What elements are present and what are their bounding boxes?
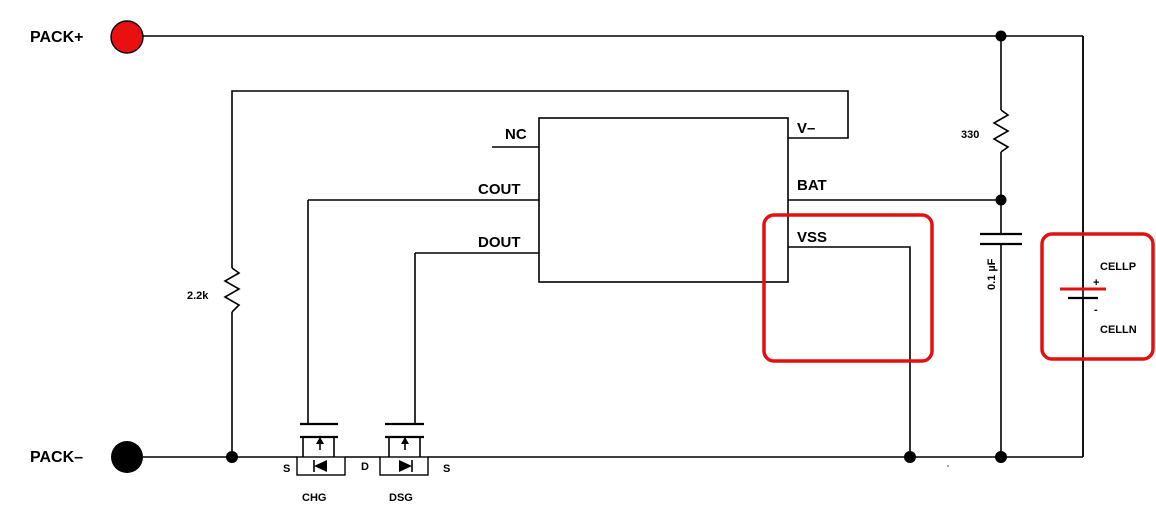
pin-vss-label: VSS bbox=[797, 229, 827, 246]
fet-dsg-label: DSG bbox=[389, 492, 413, 504]
stray-mark bbox=[947, 465, 949, 467]
pack-minus-label: PACK– bbox=[30, 449, 83, 466]
pin-dout-label: DOUT bbox=[478, 234, 521, 251]
fet-chg-source-label: S bbox=[283, 463, 290, 475]
protection-ic bbox=[538, 117, 789, 283]
fet-dsg bbox=[379, 253, 429, 476]
cellp-label: CELLP bbox=[1100, 261, 1136, 273]
cell-plus-sign: + bbox=[1093, 277, 1099, 289]
junction-dot bbox=[995, 30, 1007, 42]
capacitor-0u1 bbox=[980, 200, 1022, 457]
fet-drain-label: D bbox=[361, 461, 369, 473]
vss-highlight-box bbox=[762, 213, 934, 363]
resistor-330-label: 330 bbox=[961, 129, 979, 141]
pin-cout-label: COUT bbox=[478, 181, 521, 198]
fet-dsg-source-label: S bbox=[443, 463, 450, 475]
capacitor-label: 0.1 µF bbox=[986, 258, 998, 290]
pin-nc-label: NC bbox=[505, 126, 527, 143]
pack-minus-terminal[interactable] bbox=[111, 441, 143, 473]
cell-minus-sign: - bbox=[1094, 304, 1098, 316]
resistor-2k2 bbox=[223, 267, 241, 457]
pin-bat-label: BAT bbox=[797, 177, 827, 194]
fet-chg-label: CHG bbox=[302, 492, 326, 504]
fet-chg bbox=[296, 200, 346, 476]
resistor-2k2-label: 2.2k bbox=[187, 290, 209, 302]
resistor-330 bbox=[992, 109, 1010, 206]
celln-label: CELLN bbox=[1100, 324, 1137, 336]
battery-cell bbox=[1060, 36, 1106, 457]
pack-plus-terminal[interactable] bbox=[110, 20, 144, 54]
pin-v-minus-label: V– bbox=[797, 120, 815, 137]
pack-minus-rail bbox=[142, 451, 1083, 463]
pack-plus-label: PACK+ bbox=[30, 29, 84, 46]
cell-highlight-box bbox=[1040, 232, 1155, 361]
